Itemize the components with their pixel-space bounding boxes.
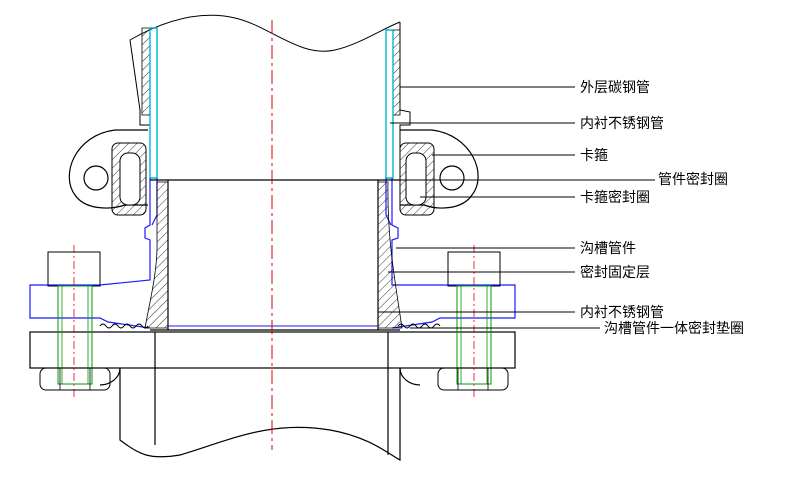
callout-labels: 外层碳钢管 内衬不锈钢管 卡箍 管件密封圈 卡箍密封圈 沟槽管件 密封固定层 内…: [580, 80, 744, 337]
outer-carbon-steel-pipe-body: [129, 14, 411, 180]
fitting-pipe: [144, 179, 403, 331]
label-outer-carbon-steel-pipe: 外层碳钢管: [580, 80, 650, 96]
label-inner-stainless-pipe-top: 内衬不锈钢管: [580, 116, 664, 132]
label-clamp: 卡箍: [580, 147, 608, 164]
label-seal-fixing-layer: 密封固定层: [580, 264, 650, 281]
label-clamp-seal-ring: 卡箍密封圈: [580, 189, 650, 206]
label-pipe-fitting-seal-ring: 管件密封圈: [658, 171, 728, 188]
clamp-bolt-hole-right: [439, 165, 465, 191]
label-grooved-integral-gasket: 沟槽管件一体密封垫圈: [604, 320, 744, 337]
label-grooved-fitting: 沟槽管件: [580, 241, 636, 257]
clamp-bolt-hole-left: [83, 165, 109, 191]
label-inner-stainless-pipe-bottom: 内衬不锈钢管: [580, 305, 664, 321]
bolt-right: [437, 245, 509, 400]
bolt-left: [39, 245, 111, 400]
leader-lines: [378, 86, 655, 329]
lower-pipe-body: [29, 331, 516, 461]
clamp-body: [68, 129, 479, 216]
